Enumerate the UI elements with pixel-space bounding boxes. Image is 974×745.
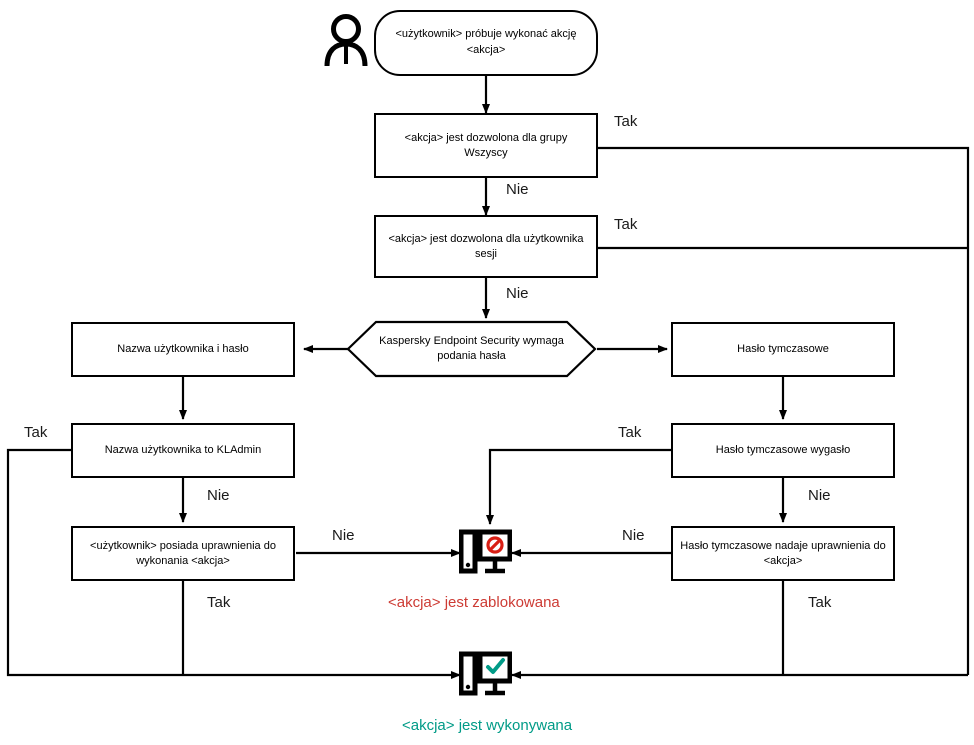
edge-label-grants-yes: Tak	[808, 594, 832, 611]
edge-kladmin-yes	[6, 448, 461, 679]
node-username-and-password-label: Nazwa użytkownika i hasło	[117, 343, 249, 356]
edge-label-kladmin-no: Nie	[207, 487, 230, 504]
edge-label-permission-yes: Tak	[207, 594, 231, 611]
person-icon	[324, 12, 368, 68]
edge-label-group-yes: Tak	[614, 113, 638, 130]
edge-label-kladmin-yes: Tak	[24, 424, 48, 441]
computer-blocked-icon	[458, 528, 513, 578]
node-allowed-for-session-user[interactable]: <akcja> jest dozwolona dla użytkownika s…	[374, 215, 598, 278]
node-username-is-kladmin[interactable]: Nazwa użytkownika to KLAdmin	[71, 423, 295, 478]
node-user-has-permission-label: <użytkownik> posiada uprawnienia do wyko…	[90, 539, 276, 567]
blocked-result-label: <akcja> jest zablokowana	[388, 594, 560, 611]
node-start-label: <użytkownik> próbuje wykonać akcję <akcj…	[395, 28, 577, 56]
allowed-result-label: <akcja> jest wykonywana	[402, 717, 573, 734]
computer-allowed-icon	[458, 650, 513, 700]
edge-label-expired-yes: Tak	[618, 424, 642, 441]
edge-expired-yes	[486, 448, 671, 525]
edge-label-session-no: Nie	[506, 285, 529, 302]
node-temporary-password[interactable]: Hasło tymczasowe	[671, 322, 895, 377]
edge-label-group-no: Nie	[506, 181, 529, 198]
hexagon-requires-password-shape	[346, 320, 597, 378]
edge-label-permission-no: Nie	[332, 527, 355, 544]
node-temporary-password-expired-label: Hasło tymczasowe wygasło	[715, 444, 851, 457]
edge-label-grants-no: Nie	[622, 527, 645, 544]
node-user-has-permission[interactable]: <użytkownik> posiada uprawnienia do wyko…	[71, 526, 295, 581]
node-temporary-password-label: Hasło tymczasowe	[737, 343, 829, 356]
node-allowed-for-group[interactable]: <akcja> jest dozwolona dla grupy Wszyscy	[374, 113, 598, 178]
edge-group-yes	[597, 146, 970, 675]
node-username-and-password[interactable]: Nazwa użytkownika i hasło	[71, 322, 295, 377]
node-start[interactable]: <użytkownik> próbuje wykonać akcję <akcj…	[374, 10, 598, 76]
edge-label-session-yes: Tak	[614, 216, 638, 233]
node-temporary-password-expired[interactable]: Hasło tymczasowe wygasło	[671, 423, 895, 478]
node-allowed-for-group-label: <akcja> jest dozwolona dla grupy Wszyscy	[404, 131, 568, 159]
node-allowed-for-session-user-label: <akcja> jest dozwolona dla użytkownika s…	[388, 232, 584, 260]
node-temporary-password-grants-permission-label: Hasło tymczasowe nadaje uprawnienia do <…	[680, 539, 886, 567]
node-username-is-kladmin-label: Nazwa użytkownika to KLAdmin	[104, 444, 262, 457]
edge-label-expired-no: Nie	[808, 487, 831, 504]
node-temporary-password-grants-permission[interactable]: Hasło tymczasowe nadaje uprawnienia do <…	[671, 526, 895, 581]
